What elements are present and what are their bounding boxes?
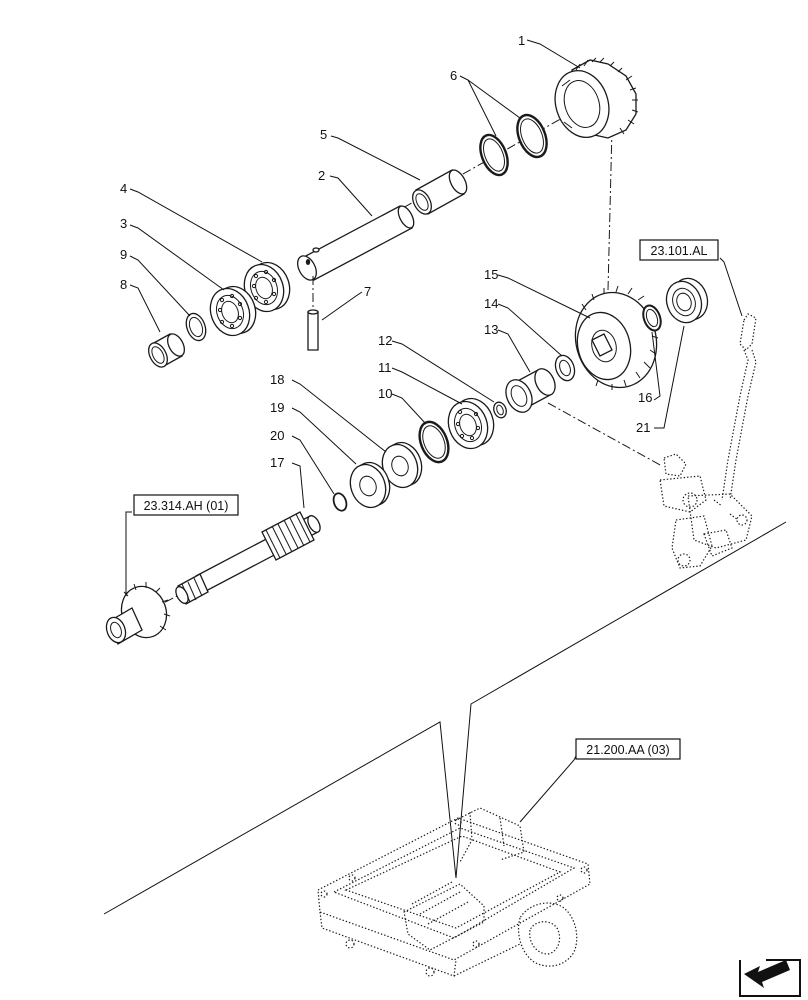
part-14-washer [554, 354, 576, 382]
callout-1: 1 [518, 33, 525, 48]
part-15-gear [574, 285, 659, 390]
gear-selector-assembly [659, 313, 757, 569]
part-1-gear [554, 57, 639, 139]
part-10-snap-ring [418, 420, 450, 464]
callout-18: 18 [270, 372, 284, 387]
callout-14: 14 [484, 296, 498, 311]
callout-4: 4 [120, 181, 127, 196]
part-3-bearing [209, 285, 257, 337]
part-19-washer [349, 461, 391, 509]
callout-3: 3 [120, 216, 127, 231]
part-5-sleeve [412, 169, 468, 215]
callout-12: 12 [378, 333, 392, 348]
callout-15: 15 [484, 267, 498, 282]
callout-13: 13 [484, 322, 498, 337]
part-21-bearing [665, 277, 709, 324]
reference-gear-selector-label: 23.101.AL [651, 244, 708, 258]
callout-11: 11 [378, 360, 392, 375]
callout-17: 17 [270, 455, 284, 470]
part-2-shaft [297, 205, 415, 281]
leader-lines [125, 39, 743, 823]
callout-9: 9 [120, 247, 127, 262]
callout-10: 10 [378, 386, 392, 401]
reference-shaft-gear-label: 23.314.AH (01) [144, 499, 229, 513]
part-17-shaft [175, 511, 321, 605]
arrow-icon[interactable] [739, 959, 801, 997]
part-4-bearing [243, 261, 291, 313]
callout-6: 6 [450, 68, 457, 83]
callout-20: 20 [270, 428, 284, 443]
part-11-bearing [447, 397, 495, 450]
callout-7: 7 [364, 284, 371, 299]
callout-5: 5 [320, 127, 327, 142]
part-9-ring [185, 312, 207, 342]
reference-gear-selector[interactable]: 23.101.AL [639, 239, 719, 261]
reference-shaft-gear[interactable]: 23.314.AH (01) [133, 494, 239, 516]
callout-2: 2 [318, 168, 325, 183]
section-divider [103, 521, 787, 915]
callout-16: 16 [638, 390, 652, 405]
callout-19: 19 [270, 400, 284, 415]
part-16-snap-ring [642, 304, 662, 332]
reference-housing[interactable]: 21.200.AA (03) [575, 738, 681, 760]
part-20-circlip [332, 492, 348, 512]
callout-21: 21 [636, 420, 650, 435]
part-7-pin [307, 276, 319, 351]
part-8-bushing [148, 333, 186, 368]
reference-housing-label: 21.200.AA (03) [586, 743, 669, 757]
shaft-gear-assembly [105, 582, 171, 645]
part-6-snap-rings [479, 113, 548, 177]
callout-numbers: 1 2 3 4 5 6 7 8 9 10 11 12 13 14 15 16 1… [120, 33, 652, 470]
transmission-housing [317, 807, 591, 977]
part-12-ring [493, 401, 507, 419]
callout-8: 8 [120, 277, 127, 292]
part-13-sleeve [505, 368, 556, 413]
